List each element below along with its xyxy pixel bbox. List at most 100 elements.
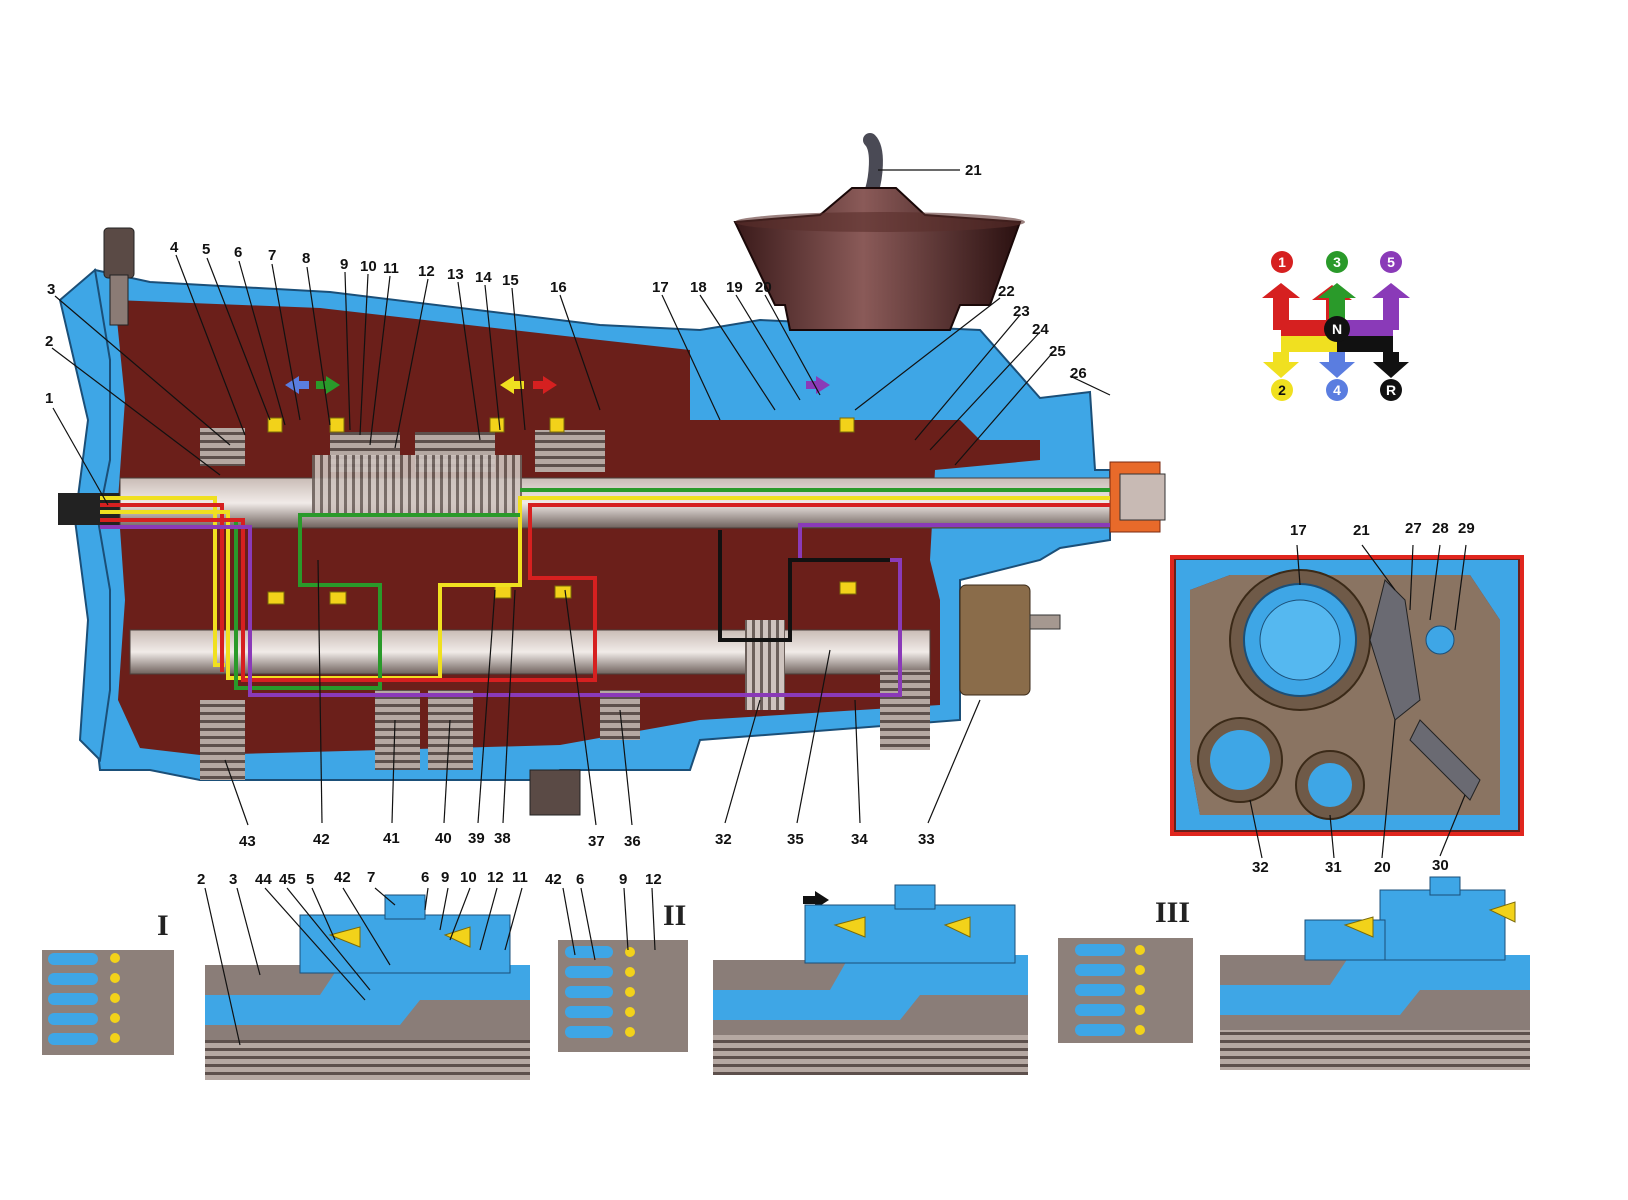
callout-13: 13 xyxy=(447,266,464,283)
detail-callout-42: 42 xyxy=(334,869,351,886)
callout-35: 35 xyxy=(787,831,804,848)
inset-callout-32: 32 xyxy=(1252,859,1269,876)
detail-callout-42b: 42 xyxy=(545,871,562,888)
inset-callout-28: 28 xyxy=(1432,520,1449,537)
callout-1: 1 xyxy=(45,390,53,407)
detail-callout-44: 44 xyxy=(255,871,272,888)
callout-32: 32 xyxy=(715,831,732,848)
teeth-detail-1 xyxy=(42,950,174,1055)
inset-detail: 17 21 27 28 29 32 31 20 30 xyxy=(1170,520,1524,876)
detail-callout-6b: 6 xyxy=(576,871,584,888)
callout-5: 5 xyxy=(202,241,210,258)
gear-1-label: 1 xyxy=(1278,254,1286,270)
callout-26: 26 xyxy=(1070,365,1087,382)
callout-9: 9 xyxy=(340,256,348,273)
callout-24: 24 xyxy=(1032,321,1049,338)
synchro-section-2 xyxy=(713,884,1028,1075)
callout-33: 33 xyxy=(918,831,935,848)
countershaft-gear-41 xyxy=(375,690,420,770)
main-cross-section xyxy=(58,227,1166,816)
callout-40: 40 xyxy=(435,830,452,847)
speedometer-drive xyxy=(959,584,1031,696)
detail-callout-12b: 12 xyxy=(645,871,662,888)
callout-19: 19 xyxy=(726,279,743,296)
detail-callout-9b: 9 xyxy=(619,871,627,888)
teeth-detail-3 xyxy=(1058,938,1193,1043)
detail-callout-12: 12 xyxy=(487,869,504,886)
gear-3-label: 3 xyxy=(1333,254,1341,270)
gear-5-label: 5 xyxy=(1387,254,1395,270)
callout-42: 42 xyxy=(313,831,330,848)
shift-arrows xyxy=(285,376,830,394)
detail-callout-9: 9 xyxy=(441,869,449,886)
detail-callout-3: 3 xyxy=(229,871,237,888)
callout-10: 10 xyxy=(360,258,377,275)
shift-boot xyxy=(733,187,1022,331)
callout-20: 20 xyxy=(755,279,772,296)
stage-iii-title: III xyxy=(1155,896,1190,929)
drain-plug xyxy=(529,769,581,816)
countershaft-gear-34 xyxy=(880,670,930,750)
callout-18: 18 xyxy=(690,279,707,296)
synchro-section-1 xyxy=(205,894,530,1080)
callout-12: 12 xyxy=(418,263,435,280)
inset-callout-20: 20 xyxy=(1374,859,1391,876)
power-flow-lines xyxy=(100,488,1110,697)
countershaft-gear-43 xyxy=(200,700,245,780)
callout-16: 16 xyxy=(550,279,567,296)
callout-36: 36 xyxy=(624,833,641,850)
countershaft xyxy=(129,629,931,675)
inset-callout-29: 29 xyxy=(1458,520,1475,537)
detail-callout-7: 7 xyxy=(367,869,375,886)
synchro-pack xyxy=(312,455,522,515)
callout-4: 4 xyxy=(170,239,179,256)
callout-38: 38 xyxy=(494,830,511,847)
gear-r-label: R xyxy=(1386,382,1396,398)
callout-17: 17 xyxy=(652,279,669,296)
callout-11: 11 xyxy=(383,260,399,277)
inset-callout-31: 31 xyxy=(1325,859,1342,876)
callout-7: 7 xyxy=(268,247,276,264)
leader-lines xyxy=(51,169,1111,826)
teeth-detail-2 xyxy=(558,940,688,1052)
shift-pattern: N 1 3 5 2 4 R xyxy=(1262,251,1410,401)
gear-n-label: N xyxy=(1332,321,1342,337)
callout-37: 37 xyxy=(588,833,605,850)
detail-callout-11: 11 xyxy=(512,869,528,886)
callout-34: 34 xyxy=(851,831,868,848)
inset-callout-17: 17 xyxy=(1290,522,1307,539)
callout-8: 8 xyxy=(302,250,310,267)
detail-callout-5: 5 xyxy=(306,871,314,888)
callout-43: 43 xyxy=(239,833,256,850)
shift-lever-rod xyxy=(863,133,883,197)
stage-ii-title: II xyxy=(663,899,686,932)
inset-callout-27: 27 xyxy=(1405,520,1422,537)
callout-14: 14 xyxy=(475,269,492,286)
upper-gear-4 xyxy=(200,428,245,466)
countershaft-gear-40 xyxy=(428,690,473,770)
callout-2: 2 xyxy=(45,333,53,350)
detail-callout-10: 10 xyxy=(460,869,477,886)
callout-6: 6 xyxy=(234,244,242,261)
gear-2-label: 2 xyxy=(1278,382,1286,398)
main-callouts: 1 2 3 4 5 6 7 8 9 10 11 12 13 14 15 16 1… xyxy=(45,162,1087,850)
shift-lever xyxy=(733,133,1025,331)
gear-4-label: 4 xyxy=(1333,382,1341,398)
callout-21: 21 xyxy=(965,162,982,179)
callout-39: 39 xyxy=(468,830,485,847)
detail-callout-6: 6 xyxy=(421,869,429,886)
synchro-section-3 xyxy=(1220,876,1530,1070)
detail-callout-45: 45 xyxy=(279,871,296,888)
inset-callout-30: 30 xyxy=(1432,857,1449,874)
stage-i-title: I xyxy=(157,909,169,942)
callout-23: 23 xyxy=(1013,303,1030,320)
inset-callout-21: 21 xyxy=(1353,522,1370,539)
callout-22: 22 xyxy=(998,283,1015,300)
callout-15: 15 xyxy=(502,272,519,289)
breather xyxy=(103,227,135,279)
upper-gear-1 xyxy=(535,430,605,472)
callout-25: 25 xyxy=(1049,343,1066,360)
callout-41: 41 xyxy=(383,830,400,847)
callout-3: 3 xyxy=(47,281,55,298)
